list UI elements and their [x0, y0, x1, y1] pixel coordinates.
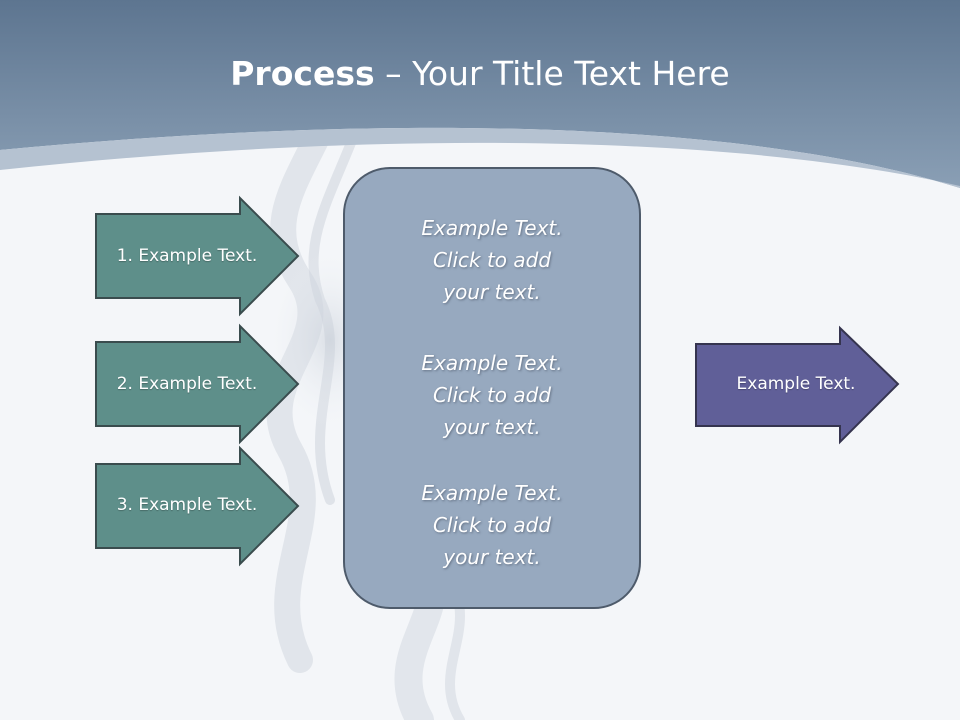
title-bold: Process	[230, 54, 375, 93]
input-arrow-1-label: 1. Example Text.	[116, 246, 258, 266]
center-block-3: Example Text. Click to add your text.	[344, 477, 640, 573]
center-block-2-line3: your text.	[443, 415, 541, 439]
header-band	[0, 0, 960, 188]
page-title: Process – Your Title Text Here	[0, 52, 960, 96]
center-block-2: Example Text. Click to add your text.	[344, 347, 640, 443]
input-arrow-2[interactable]	[95, 323, 300, 445]
center-block-3-line2: Click to add	[432, 513, 552, 537]
title-rest: – Your Title Text Here	[374, 54, 730, 93]
center-block-1-line1: Example Text.	[421, 216, 563, 240]
output-arrow[interactable]	[695, 325, 900, 445]
center-box[interactable]	[343, 167, 641, 609]
center-block-3-line1: Example Text.	[421, 481, 563, 505]
center-block-1-line2: Click to add	[432, 248, 552, 272]
center-block-1-line3: your text.	[443, 280, 541, 304]
center-block-3-line3: your text.	[443, 545, 541, 569]
input-arrow-2-label: 2. Example Text.	[116, 374, 258, 394]
center-block-2-line1: Example Text.	[421, 351, 563, 375]
center-block-1: Example Text. Click to add your text.	[344, 212, 640, 308]
header-arc	[0, 127, 960, 188]
center-block-2-line2: Click to add	[432, 383, 552, 407]
output-arrow-label: Example Text.	[736, 374, 856, 394]
input-arrow-3[interactable]	[95, 445, 300, 567]
input-arrow-1[interactable]	[95, 195, 300, 317]
input-arrow-3-label: 3. Example Text.	[116, 495, 258, 515]
